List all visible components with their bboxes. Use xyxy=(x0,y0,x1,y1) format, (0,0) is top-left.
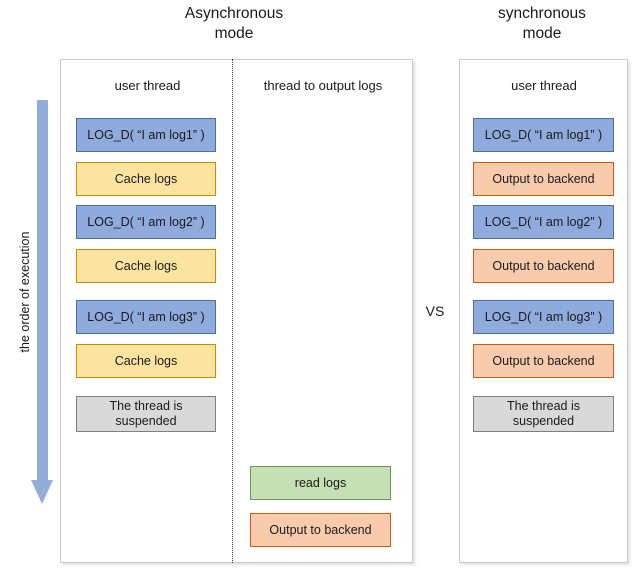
step-box-cache-logs-1[interactable]: Cache logs xyxy=(76,162,216,196)
arrow-shaft xyxy=(37,100,48,482)
step-box-thread-suspended-async[interactable]: The thread is suspended xyxy=(76,396,216,432)
step-box-sync-output-1[interactable]: Output to backend xyxy=(473,162,614,196)
sync-mode-title: synchronous mode xyxy=(498,5,586,42)
step-box-sync-output-3[interactable]: Output to backend xyxy=(473,344,614,378)
step-box-output-to-backend-async[interactable]: Output to backend xyxy=(250,513,391,547)
thread-divider xyxy=(232,59,233,563)
step-box-sync-log-d-1[interactable]: LOG_D( “I am log1” ) xyxy=(473,118,614,152)
step-box-log-d-3[interactable]: LOG_D( “I am log3” ) xyxy=(76,300,216,334)
step-box-sync-log-d-3[interactable]: LOG_D( “I am log3” ) xyxy=(473,300,614,334)
order-of-execution-label: the order of execution xyxy=(18,231,32,353)
step-box-log-d-2[interactable]: LOG_D( “I am log2” ) xyxy=(76,205,216,239)
versus-label: VS xyxy=(425,303,445,319)
step-box-log-d-1[interactable]: LOG_D( “I am log1” ) xyxy=(76,118,216,152)
column-header-user-thread-sync: user thread xyxy=(511,78,577,93)
step-box-cache-logs-3[interactable]: Cache logs xyxy=(76,344,216,378)
step-box-cache-logs-2[interactable]: Cache logs xyxy=(76,249,216,283)
step-box-read-logs[interactable]: read logs xyxy=(250,466,391,500)
step-box-sync-output-2[interactable]: Output to backend xyxy=(473,249,614,283)
column-header-user-thread-async: user thread xyxy=(114,78,181,93)
step-box-thread-suspended-sync[interactable]: The thread is suspended xyxy=(473,396,614,432)
column-header-output-logs-thread: thread to output logs xyxy=(263,78,383,93)
async-mode-title: Asynchronous mode xyxy=(184,5,284,42)
down-arrow-icon xyxy=(31,480,53,504)
order-of-execution-arrow: the order of execution xyxy=(12,100,58,508)
step-box-sync-log-d-2[interactable]: LOG_D( “I am log2” ) xyxy=(473,205,614,239)
